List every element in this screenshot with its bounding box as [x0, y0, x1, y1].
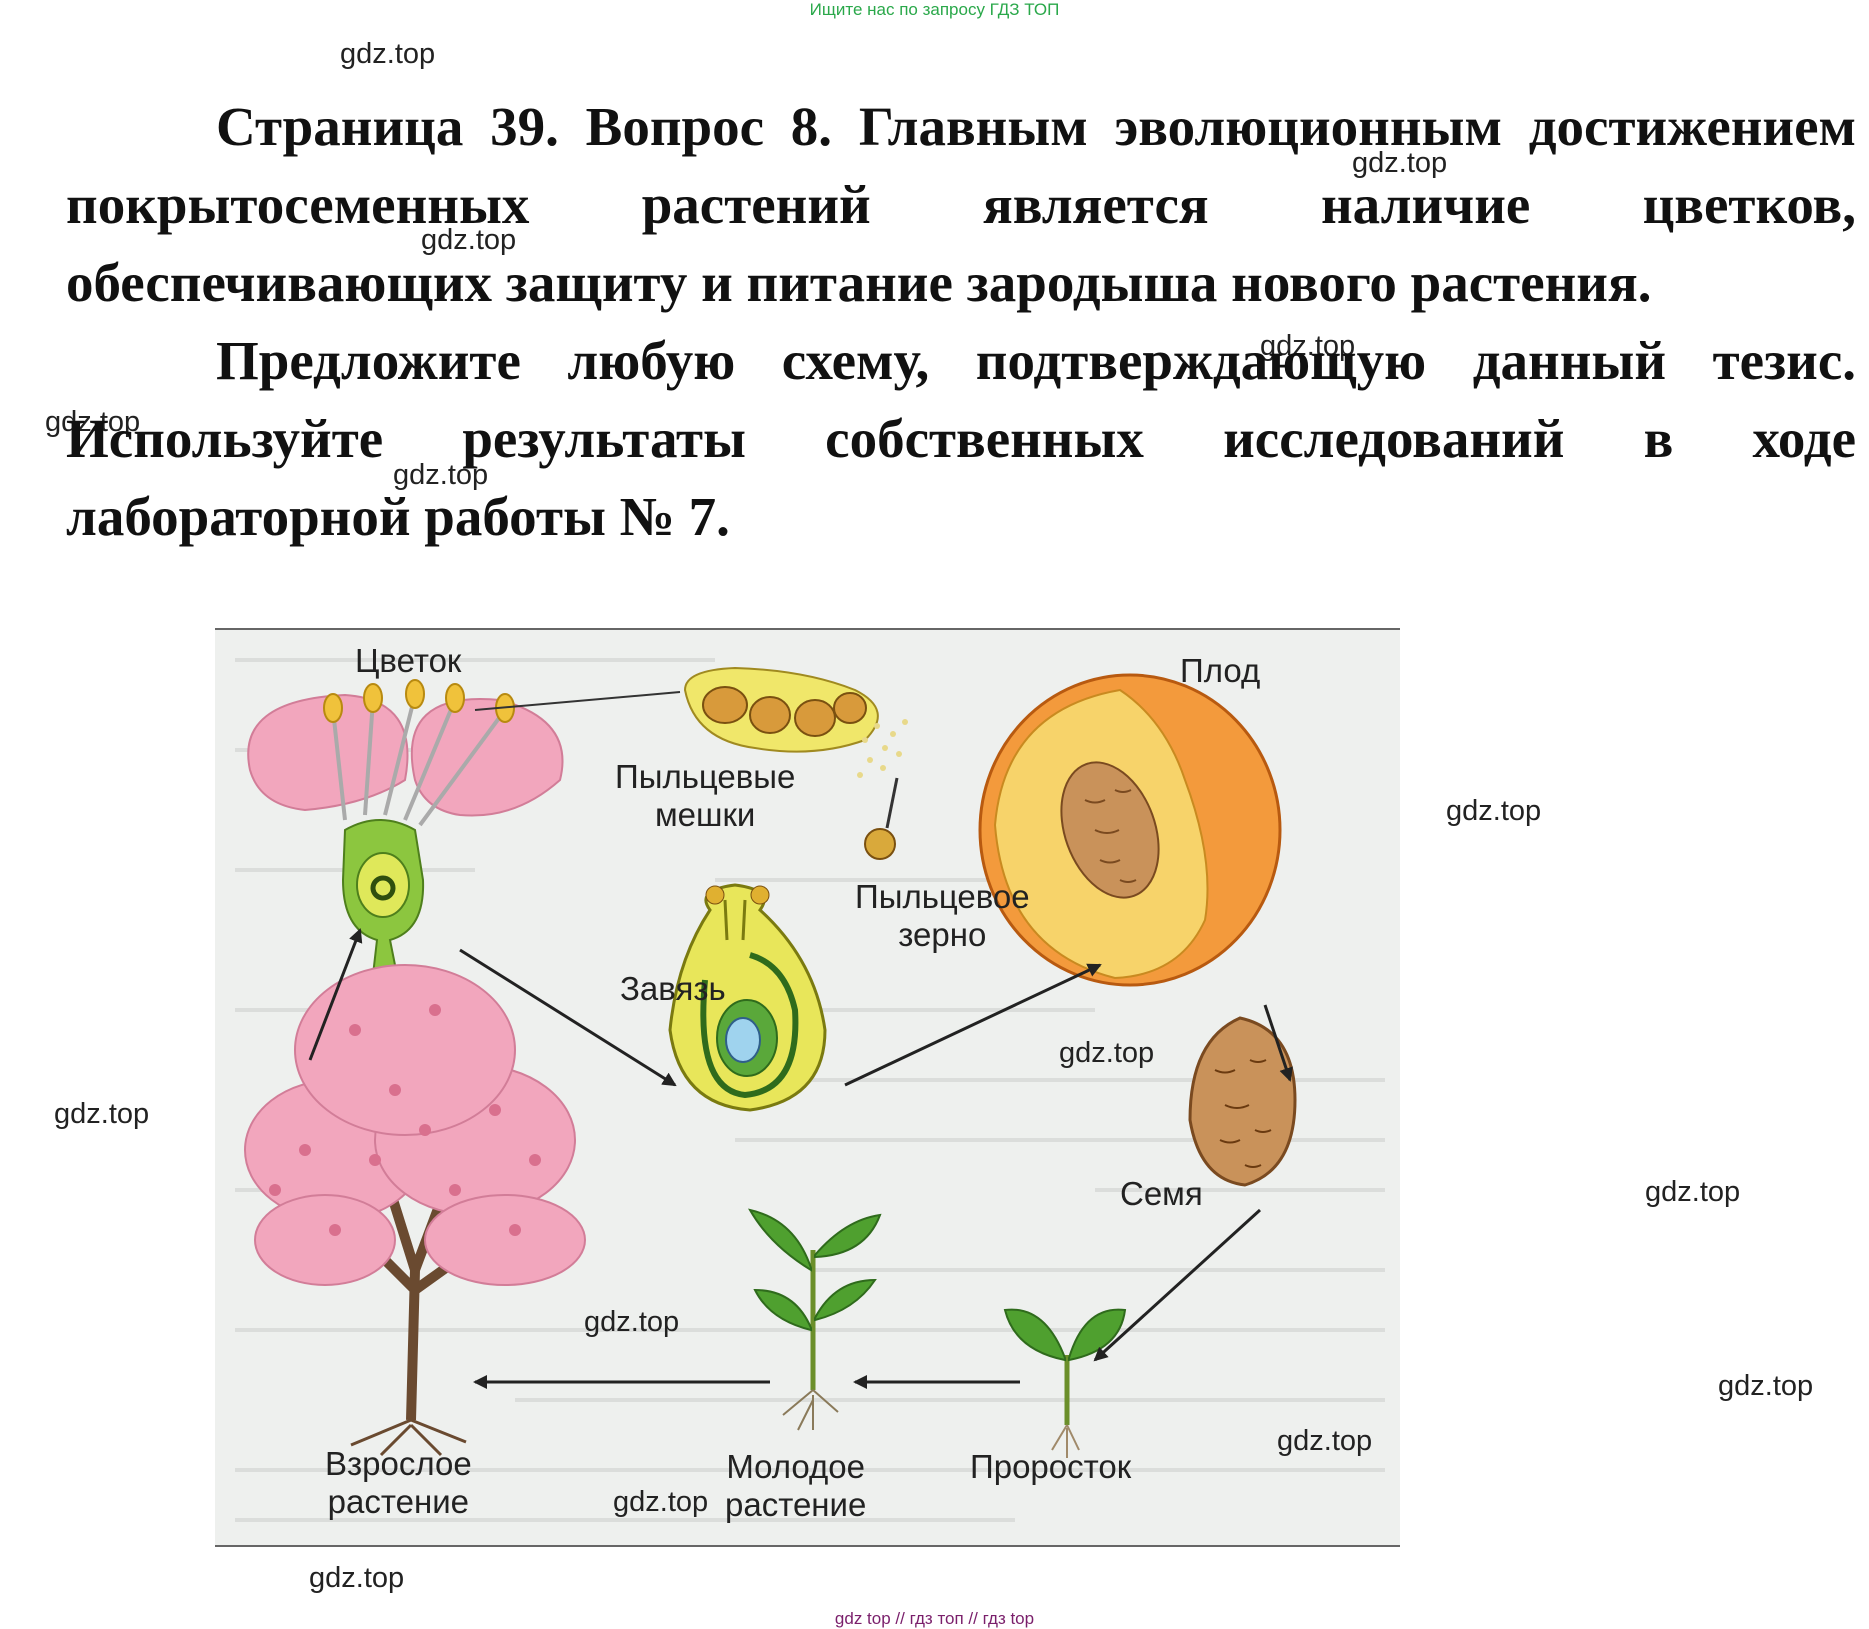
- watermark: gdz.top: [54, 1098, 150, 1130]
- watermark: gdz.top: [421, 224, 517, 256]
- peach-fruit-illustration: [978, 673, 1282, 987]
- flower-illustration: [247, 679, 564, 976]
- label-seed: Семя: [1120, 1175, 1203, 1212]
- watermark: gdz.top: [45, 406, 141, 438]
- header-note: Ищите нас по запросу ГДЗ ТОП: [809, 0, 1060, 19]
- diagram-drawing: [235, 658, 1385, 1522]
- young-plant-illustration: [748, 1208, 882, 1431]
- label-fruit: Плод: [1180, 652, 1261, 689]
- label-adult-plant: Взрослое растение: [325, 1445, 472, 1520]
- watermark: gdz.top: [340, 38, 436, 70]
- footer-note: gdz top // гдз топ // гдз top: [834, 1609, 1035, 1628]
- paragraph-answer: Страница 39. Вопрос 8. Главным эволюцион…: [66, 96, 1856, 313]
- label-sprout: Проросток: [970, 1448, 1132, 1485]
- watermark: gdz.top: [1059, 1037, 1155, 1069]
- label-pollen-grain: Пыльцевое зерно: [855, 878, 1030, 953]
- watermark: gdz.top: [1718, 1370, 1814, 1402]
- watermark: gdz.top: [1446, 795, 1542, 827]
- label-ovary: Завязь: [620, 970, 726, 1007]
- watermark: gdz.top: [584, 1306, 680, 1338]
- pollen-sacs-illustration: [474, 666, 908, 860]
- watermark: gdz.top: [1352, 147, 1448, 179]
- sprout-illustration: [1003, 1308, 1127, 1458]
- seed-illustration: [1188, 1016, 1297, 1187]
- adult-tree-illustration: [244, 964, 586, 1457]
- ovary-illustration: [668, 883, 827, 1112]
- life-cycle-diagram: Цветок Пыльцевые мешки Пыльцевое зерно З…: [215, 628, 1400, 1547]
- question-text: Страница 39. Вопрос 8. Главным эволюцион…: [66, 88, 1856, 556]
- cycle-arrows: [308, 928, 1293, 1389]
- watermark: gdz.top: [1645, 1176, 1741, 1208]
- watermark: gdz.top: [309, 1562, 405, 1594]
- watermark: gdz.top: [613, 1486, 709, 1518]
- watermark: gdz.top: [1260, 330, 1356, 362]
- label-young-plant: Молодое растение: [725, 1448, 867, 1523]
- watermark: gdz.top: [393, 459, 489, 491]
- label-pollen-sacs: Пыльцевые мешки: [615, 758, 796, 833]
- label-flower: Цветок: [355, 642, 462, 679]
- watermark: gdz.top: [1277, 1425, 1373, 1457]
- paragraph-task: Предложите любую схему, подтверждающую д…: [66, 330, 1856, 547]
